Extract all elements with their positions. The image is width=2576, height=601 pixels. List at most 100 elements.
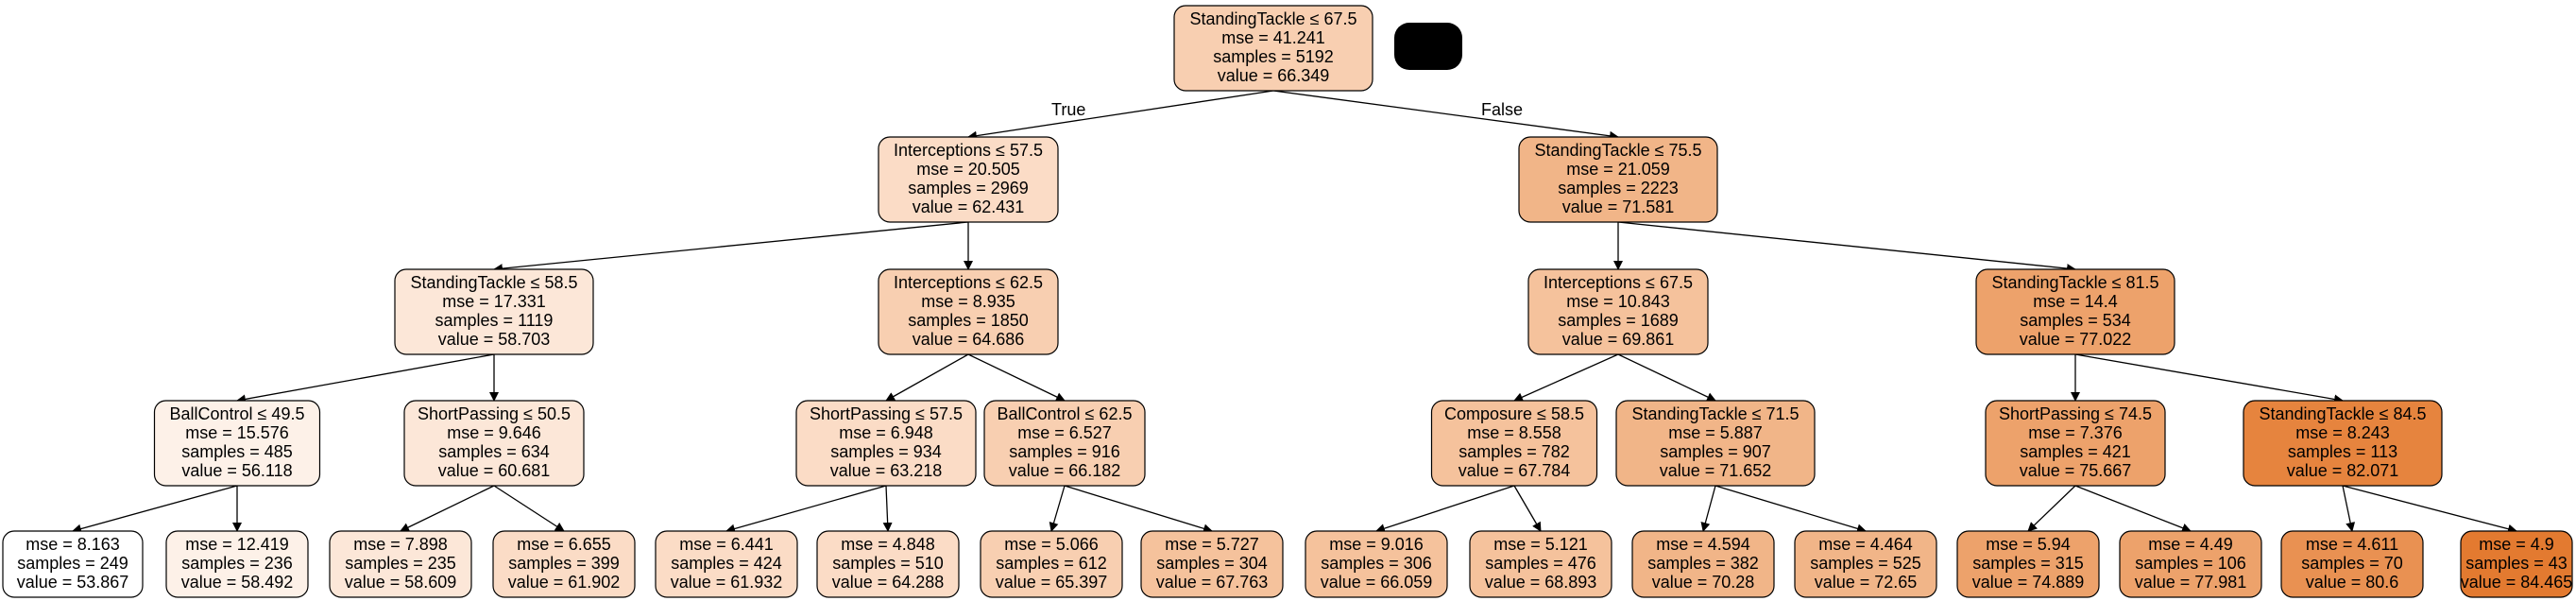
node-text-l5-line-1: samples = 424 [671,554,782,573]
redaction-badge [1394,23,1462,70]
node-text-n12-line-1: mse = 5.887 [1668,423,1763,442]
node-text-l14-line-0: mse = 4.49 [2148,535,2233,554]
node-text-n7-line-1: mse = 15.576 [185,423,289,442]
tree-edge-n13-l13 [2027,485,2076,532]
node-text-l15-line-2: value = 80.6 [2306,573,2399,592]
node-text-l3-line-0: mse = 7.898 [353,535,448,554]
node-text-l11-line-0: mse = 4.594 [1656,535,1750,554]
node-box-root [1173,5,1373,92]
node-text-n11-line-0: Composure ≤ 58.5 [1444,404,1584,423]
node-text-n14-line-1: mse = 8.243 [2295,423,2390,442]
tree-edge-n11-l9 [1375,485,1515,533]
node-box-l3 [329,530,472,598]
node-box-l9 [1305,530,1448,598]
node-text-n14-line-0: StandingTackle ≤ 84.5 [2260,404,2427,423]
tree-edge-n8-l4 [493,485,565,532]
tree-edges [72,90,2517,534]
tree-edge-n3-n7 [236,353,495,404]
tree-edge-n14-l15 [2342,485,2356,532]
tree-edge-root-n2 [1272,90,1619,141]
node-text-n10-line-3: value = 66.182 [1009,461,1121,480]
node-box-l6 [816,530,960,598]
tree-edge-n5-n11 [1513,353,1619,402]
node-text-n7-line-0: BallControl ≤ 49.5 [170,404,305,423]
node-text-l4-line-0: mse = 6.655 [517,535,611,554]
node-text-l2-line-0: mse = 12.419 [185,535,289,554]
node-text-l13-line-2: value = 74.889 [1972,573,2085,592]
tree-edge-n7-l1 [72,485,238,534]
node-text-n9-line-2: samples = 934 [830,442,942,461]
edge-label-true: True [1051,100,1085,119]
node-text-n9-line-1: mse = 6.948 [839,423,933,442]
node-text-l15-line-1: samples = 70 [2301,554,2403,573]
node-text-l16-line-0: mse = 4.9 [2479,535,2554,554]
edge-label-false: False [1481,100,1523,119]
tree-edge-n4-n9 [885,353,969,402]
node-text-l9-line-1: samples = 306 [1321,554,1432,573]
node-text-root-line-3: value = 66.349 [1218,66,1330,85]
node-text-n6-line-3: value = 77.022 [2020,330,2132,349]
node-text-n4-line-1: mse = 8.935 [921,292,1015,311]
node-text-n2-line-2: samples = 2223 [1558,179,1679,197]
node-text-n11-line-1: mse = 8.558 [1467,423,1561,442]
node-text-n10-line-1: mse = 6.527 [1017,423,1112,442]
node-box-l11 [1631,530,1775,598]
node-text-l12-line-1: samples = 525 [1810,554,1921,573]
node-text-n4-line-0: Interceptions ≤ 62.5 [894,273,1043,292]
node-text-n11-line-3: value = 67.784 [1459,461,1571,480]
node-text-l3-line-2: value = 58.609 [345,573,457,592]
node-text-n5-line-1: mse = 10.843 [1566,292,1670,311]
node-text-l4-line-1: samples = 399 [508,554,620,573]
node-text-n2-line-3: value = 71.581 [1562,197,1675,216]
node-box-n4 [878,268,1059,355]
node-box-n12 [1615,400,1816,487]
node-box-l2 [165,530,309,598]
node-text-l12-line-0: mse = 4.464 [1818,535,1913,554]
tree-edge-n10-l7 [1049,485,1066,532]
node-text-l16-line-2: value = 84.465 [2461,573,2573,592]
node-text-l1-line-2: value = 53.867 [17,573,129,592]
node-box-l12 [1794,530,1937,598]
node-text-l10-line-1: samples = 476 [1485,554,1596,573]
node-text-l15-line-0: mse = 4.611 [2306,535,2398,554]
node-text-l5-line-0: mse = 6.441 [679,535,774,554]
node-text-l11-line-1: samples = 382 [1647,554,1759,573]
node-box-l15 [2280,530,2424,598]
node-box-n8 [403,400,585,487]
tree-edge-n4-n10 [967,353,1066,402]
node-text-l16-line-1: samples = 43 [2465,554,2567,573]
node-text-n5-line-2: samples = 1689 [1558,311,1679,330]
tree-edge-labels: True False [1051,100,1523,119]
node-text-l5-line-2: value = 61.932 [671,573,783,592]
node-box-l7 [980,530,1123,598]
node-text-n4-line-3: value = 64.686 [913,330,1025,349]
node-text-n11-line-2: samples = 782 [1459,442,1570,461]
node-text-l2-line-2: value = 58.492 [181,573,294,592]
node-text-n7-line-2: samples = 485 [181,442,293,461]
node-text-n8-line-3: value = 60.681 [438,461,551,480]
node-text-n1-line-1: mse = 20.505 [916,160,1020,179]
tree-edge-n8-l3 [400,485,495,532]
node-text-l9-line-2: value = 66.059 [1321,573,1433,592]
node-text-n9-line-3: value = 63.218 [830,461,943,480]
tree-edge-n6-n14 [2074,353,2344,404]
node-text-n13-line-2: samples = 421 [2020,442,2131,461]
tree-edge-n9-l6 [882,485,893,532]
